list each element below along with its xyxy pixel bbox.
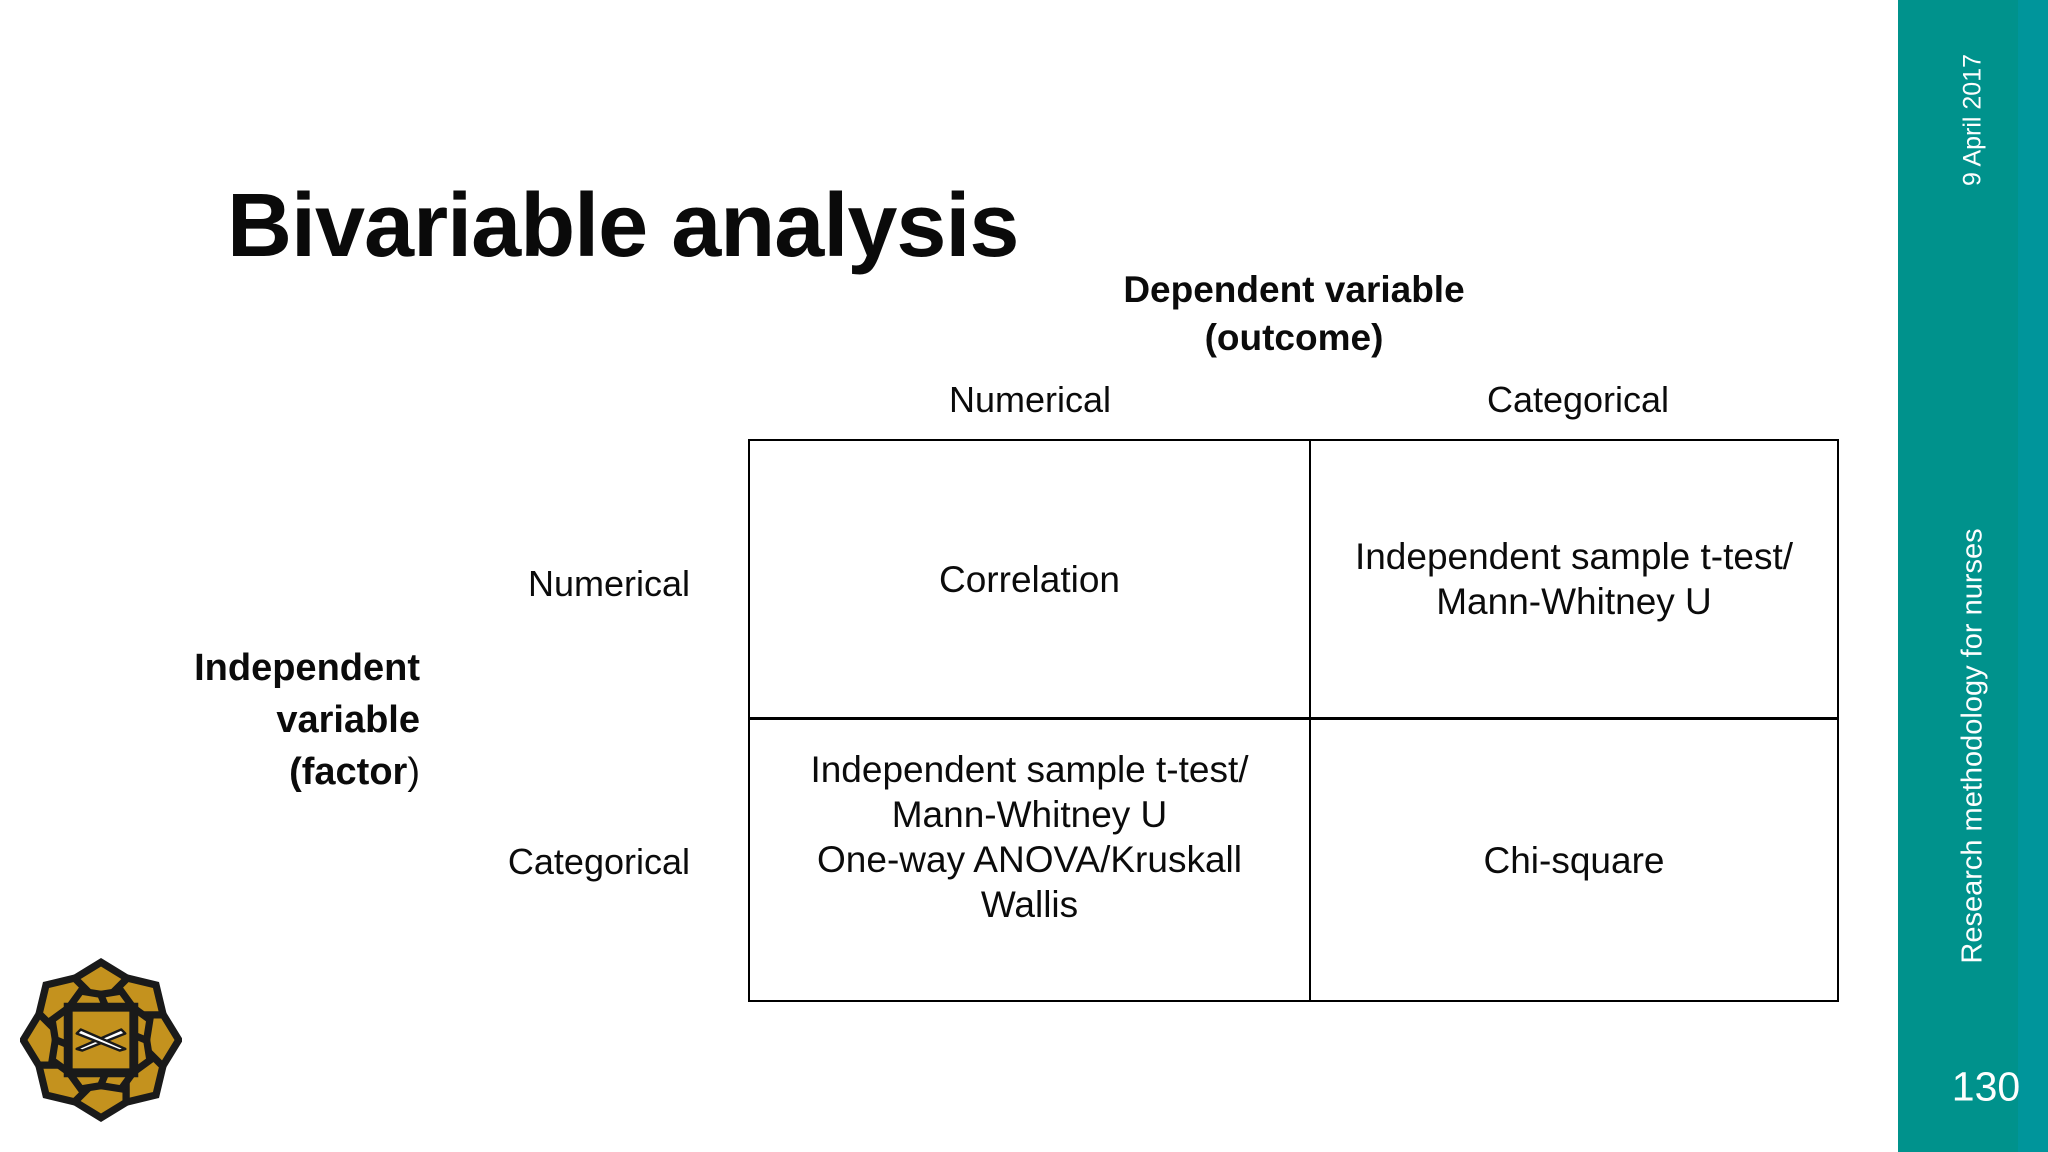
- page-number: 130: [1951, 1063, 2021, 1110]
- course-footer: Research methodology for nurses: [1956, 528, 1989, 964]
- table-cell-categorical-numerical: Independent sample t-test/ Mann-Whitney …: [750, 720, 1311, 1000]
- row-axis-paren-bold: (factor: [289, 751, 408, 793]
- row-axis-title-line: variable: [276, 699, 420, 741]
- row-axis-title-line: (factor): [120, 746, 420, 798]
- sidebar: 9 April 2017 Research methodology for nu…: [1898, 0, 2048, 1152]
- table-cell-categorical-categorical: Chi-square: [1483, 839, 1665, 881]
- column-header-categorical: Categorical: [1486, 379, 1670, 420]
- column-header-numerical: Numerical: [948, 379, 1112, 420]
- slide-date: 9 April 2017: [1958, 53, 1987, 187]
- university-logo-icon: [20, 957, 182, 1123]
- column-axis-title: Dependent variable (outcome): [1123, 269, 1465, 358]
- statistical-tests-table: Correlation Independent sample t-test/ M…: [748, 439, 1839, 1002]
- table-cell-numerical-categorical: Independent sample t-test/ Mann-Whitney …: [1311, 441, 1837, 720]
- row-axis-paren-regular: ): [407, 751, 420, 793]
- row-axis-title-line: Independent: [194, 647, 420, 689]
- row-header-numerical: Numerical: [527, 563, 690, 604]
- row-axis-title: Independent variable (factor): [120, 642, 420, 798]
- slide-title: Bivariable analysis: [227, 176, 1019, 277]
- table-cell-numerical-numerical: Correlation: [750, 441, 1311, 720]
- row-header-categorical: Categorical: [507, 841, 690, 882]
